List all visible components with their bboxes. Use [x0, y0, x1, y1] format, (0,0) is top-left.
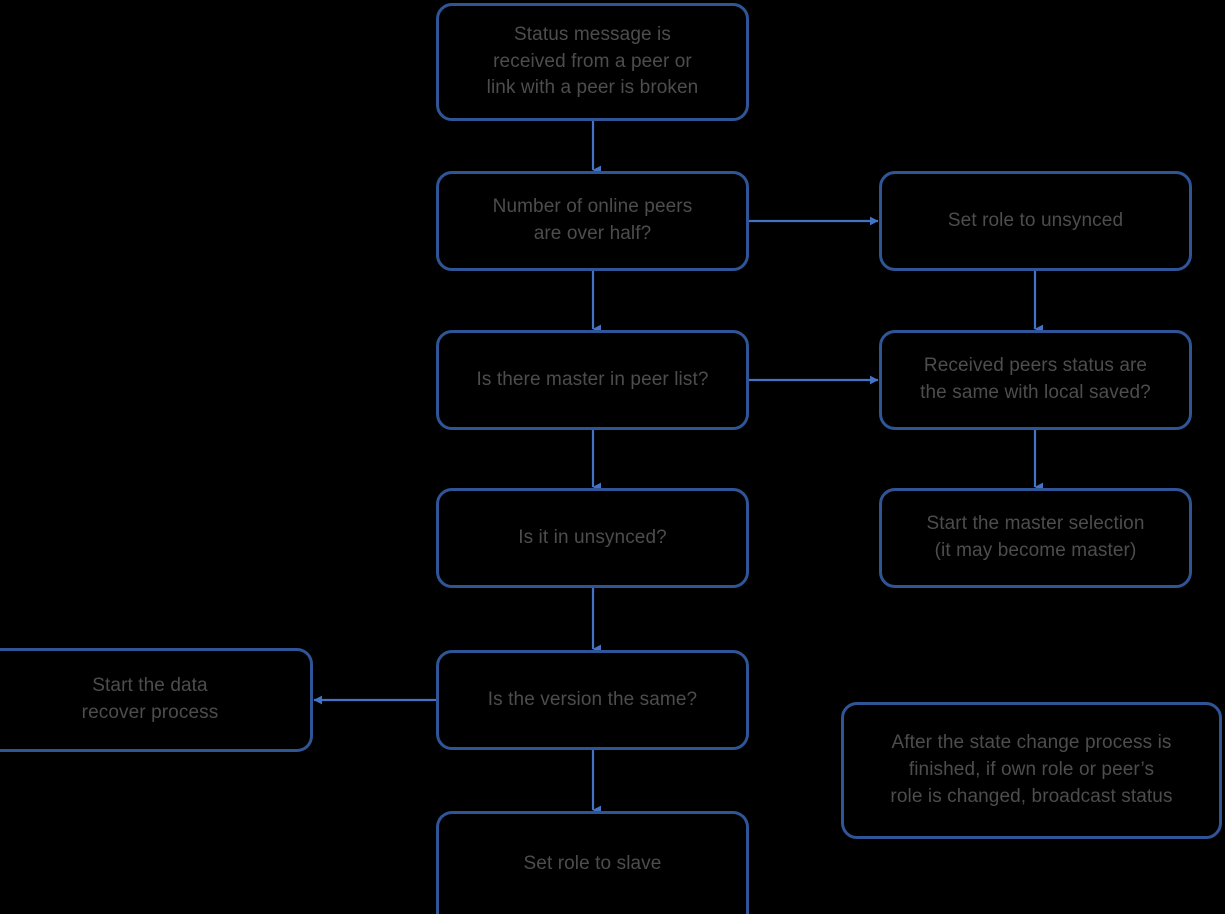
master-in-peer-list-node-label: Is there master in peer list?: [476, 368, 709, 390]
set-role-to-unsynced-node[interactable]: Set role to unsynced: [879, 171, 1192, 271]
master-in-peer-list-node[interactable]: Is there master in peer list?: [436, 330, 749, 430]
online-peers-over-half-node-label: Number of online peers are over half?: [492, 196, 693, 244]
start-master-selection-node[interactable]: Start the master selection (it may becom…: [879, 488, 1192, 588]
set-role-to-unsynced-node-label: Set role to unsynced: [947, 209, 1124, 231]
online-peers-over-half-node[interactable]: Number of online peers are over half?: [436, 171, 749, 271]
broadcast-status-note[interactable]: After the state change process is finish…: [841, 702, 1222, 839]
is-it-in-unsynced-node[interactable]: Is it in unsynced?: [436, 488, 749, 588]
start-data-recover-process-node-label: Start the data recover process: [81, 675, 219, 723]
received-peers-status-same-node-label: Received peers status are the same with …: [920, 355, 1151, 403]
is-version-same-node-label: Is the version the same?: [487, 688, 698, 710]
status-message-received-node-label: Status message is received from a peer o…: [486, 23, 699, 99]
set-role-to-slave-node-label: Set role to slave: [523, 852, 662, 874]
is-it-in-unsynced-node-label: Is it in unsynced?: [518, 526, 667, 548]
start-data-recover-process-node[interactable]: Start the data recover process: [0, 648, 313, 752]
received-peers-status-same-node[interactable]: Received peers status are the same with …: [879, 330, 1192, 430]
start-master-selection-node-label: Start the master selection (it may becom…: [926, 513, 1145, 561]
is-version-same-node[interactable]: Is the version the same?: [436, 650, 749, 750]
set-role-to-slave-node[interactable]: Set role to slave: [436, 811, 749, 914]
broadcast-status-note-label: After the state change process is finish…: [890, 732, 1173, 807]
status-message-received-node[interactable]: Status message is received from a peer o…: [436, 3, 749, 121]
